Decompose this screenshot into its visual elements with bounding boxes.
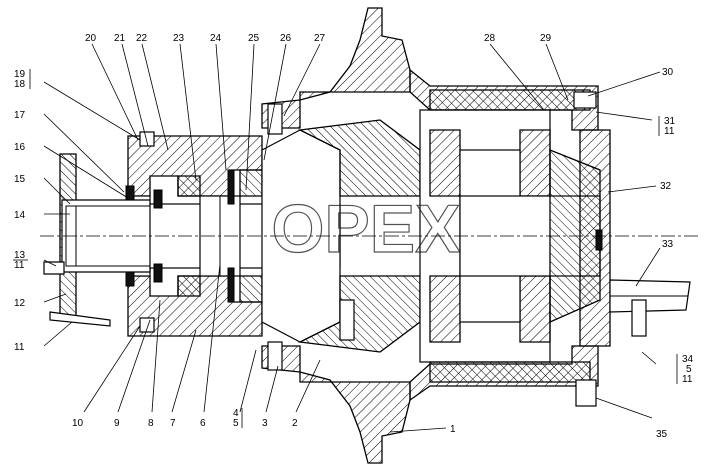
callout-34: 34 (682, 354, 694, 365)
callout-24: 24 (210, 33, 222, 44)
input-bearings (177, 169, 263, 303)
callout-12: 12 (14, 298, 26, 309)
callout-35: 35 (656, 429, 668, 440)
callout-26: 26 (280, 33, 292, 44)
callout-8: 8 (148, 418, 154, 429)
callout-19: 19 (14, 69, 26, 80)
callout-9: 9 (114, 418, 120, 429)
callout-16: 16 (14, 142, 26, 153)
callout-labels: 20 21 22 23 24 25 26 27 28 29 30 19 18 1… (13, 33, 694, 440)
callout-6: 6 (200, 418, 206, 429)
callout-23: 23 (173, 33, 185, 44)
watermark: OPEX (272, 191, 461, 267)
callout-11-left-upper: 11 (14, 260, 25, 271)
callout-31: 31 (664, 116, 676, 127)
input-flange (43, 153, 151, 327)
callout-21: 21 (114, 33, 126, 44)
callout-2: 2 (292, 418, 298, 429)
callout-3: 3 (262, 418, 268, 429)
callout-11-left-lower: 11 (14, 342, 25, 353)
bevel-pinion (261, 119, 421, 353)
callout-25: 25 (248, 33, 260, 44)
callout-10: 10 (72, 418, 84, 429)
callout-32: 32 (660, 181, 672, 192)
callout-5-right: 5 (686, 364, 692, 375)
callout-13: 13 (14, 250, 26, 261)
output-cover (579, 129, 691, 347)
callout-29: 29 (540, 33, 552, 44)
callout-4: 4 (233, 408, 239, 419)
callout-14: 14 (14, 210, 26, 221)
callout-17: 17 (14, 110, 26, 121)
callout-20: 20 (85, 33, 97, 44)
callout-11-right-upper: 11 (664, 126, 675, 137)
callout-11-right-lower: 11 (682, 374, 693, 385)
callout-22: 22 (136, 33, 148, 44)
callout-18: 18 (14, 79, 26, 90)
callout-1: 1 (450, 424, 456, 435)
callout-28: 28 (484, 33, 496, 44)
callout-5-bottom: 5 (233, 418, 239, 429)
leader-lines (43, 43, 661, 433)
bolts (139, 91, 647, 407)
callout-27: 27 (314, 33, 326, 44)
callout-15: 15 (14, 174, 26, 185)
output-bearings (429, 89, 591, 383)
callout-7: 7 (170, 418, 176, 429)
callout-30: 30 (662, 67, 674, 78)
callout-33: 33 (662, 239, 674, 250)
